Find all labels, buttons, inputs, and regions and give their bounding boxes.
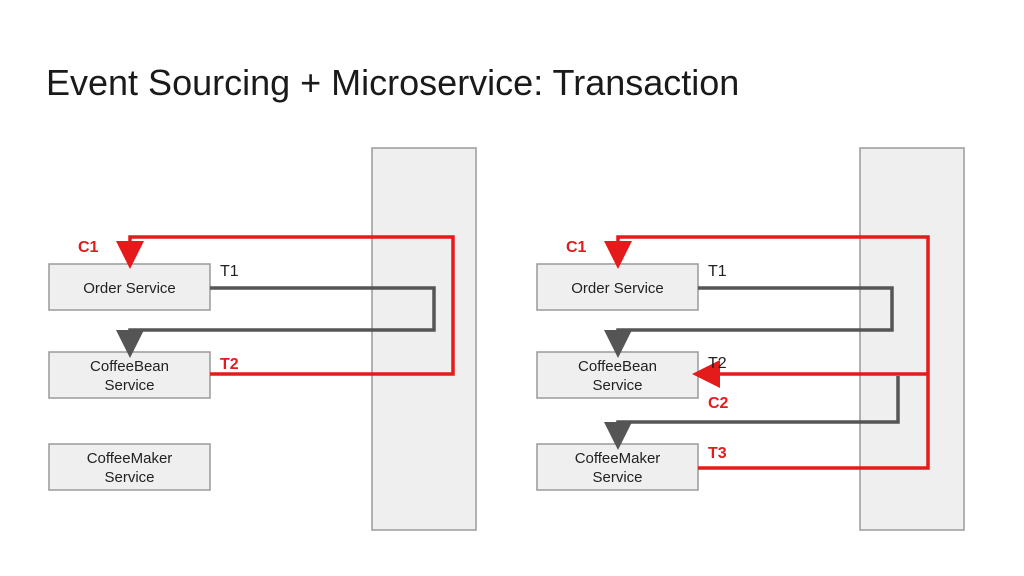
right-diagram: Order Service CoffeeBean Service CoffeeM… bbox=[536, 147, 965, 531]
right-t1-arrow bbox=[604, 286, 894, 358]
left-label-t1: T1 bbox=[220, 263, 239, 280]
right-coffeemaker-label-line2: Service bbox=[592, 469, 642, 486]
left-coffeemaker-service-box: CoffeeMaker Service bbox=[48, 443, 211, 491]
right-label-t1: T1 bbox=[708, 263, 727, 280]
right-coffeemaker-label-line1: CoffeeMaker bbox=[575, 450, 661, 467]
left-coffeemaker-label-line1: CoffeeMaker bbox=[87, 450, 173, 467]
right-coffeebean-label-line2: Service bbox=[592, 377, 642, 394]
left-label-c1: C1 bbox=[78, 239, 99, 256]
right-t3-c1-arrow bbox=[604, 235, 930, 470]
right-coffeemaker-service-box: CoffeeMaker Service bbox=[536, 443, 699, 491]
right-order-service-box: Order Service bbox=[536, 263, 699, 311]
right-t2-arrow bbox=[604, 376, 900, 450]
left-label-t2: T2 bbox=[220, 356, 239, 373]
left-t1-arrow bbox=[116, 286, 436, 358]
left-order-service-label: Order Service bbox=[83, 280, 176, 297]
left-order-service-box: Order Service bbox=[48, 263, 211, 311]
left-t2-c1-arrow bbox=[116, 235, 455, 376]
right-event-store bbox=[859, 147, 965, 531]
right-label-t2: T2 bbox=[708, 355, 727, 372]
left-coffeebean-service-box: CoffeeBean Service bbox=[48, 351, 211, 399]
left-coffeebean-label-line2: Service bbox=[104, 377, 154, 394]
right-coffeebean-service-box: CoffeeBean Service bbox=[536, 351, 699, 399]
slide-title: Event Sourcing + Microservice: Transacti… bbox=[46, 62, 740, 103]
left-event-store bbox=[371, 147, 477, 531]
left-diagram: Order Service CoffeeBean Service CoffeeM… bbox=[48, 147, 477, 531]
right-coffeebean-label-line1: CoffeeBean bbox=[578, 358, 657, 375]
left-coffeebean-label-line1: CoffeeBean bbox=[90, 358, 169, 375]
right-label-t3: T3 bbox=[708, 445, 727, 462]
right-order-service-label: Order Service bbox=[571, 280, 664, 297]
left-coffeemaker-label-line2: Service bbox=[104, 469, 154, 486]
right-label-c1: C1 bbox=[566, 239, 587, 256]
right-label-c2: C2 bbox=[708, 395, 729, 412]
